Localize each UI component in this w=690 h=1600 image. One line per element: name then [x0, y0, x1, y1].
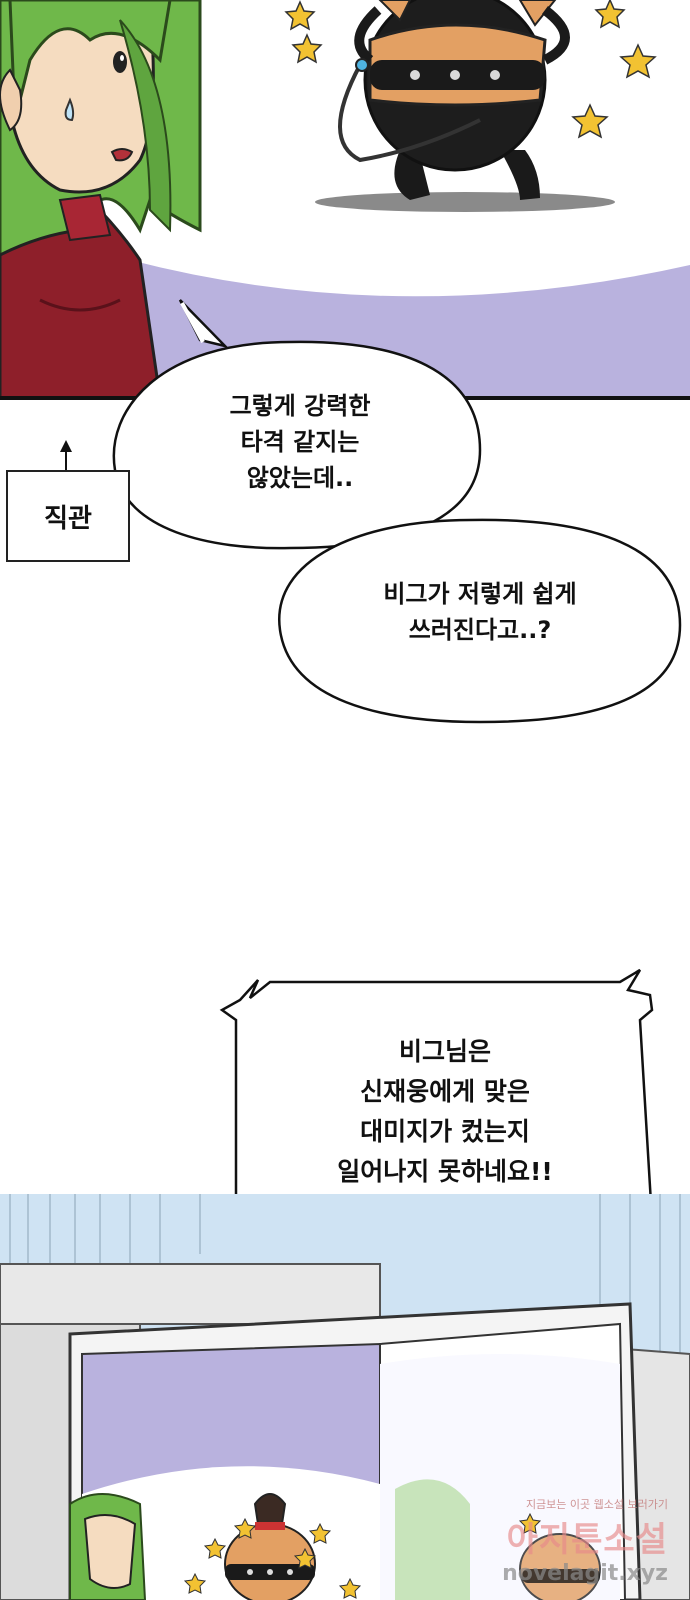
bottom-panel [0, 1194, 690, 1600]
stadium-building [0, 1263, 690, 1600]
shout-line-4: 일어나지 못하네요!! [337, 1157, 553, 1186]
bubble1-line-1: 그렇게 강력한 [229, 392, 371, 420]
green-haired-character [0, 0, 202, 398]
speech-bubble-2 [278, 518, 682, 724]
bubble2-line-1: 비그가 저렇게 쉽게 [383, 580, 577, 608]
robot-character [315, 0, 615, 212]
watermark-site-name: 아지툰소설 [506, 1520, 668, 1560]
speech-bubble-2-text: 비그가 저렇게 쉽게 쓰러진다고..? [320, 576, 640, 648]
shout-line-1: 비그님은 [398, 1037, 491, 1066]
screen-green-haired-character [69, 1479, 470, 1600]
shout-bubble-text: 비그님은 신재웅에게 맞은 대미지가 컸는지 일어나지 못하네요!! [250, 1032, 640, 1192]
bottom-panel-art [0, 1194, 690, 1600]
watermark-url: novelagit.xyz [502, 1561, 668, 1586]
screen-robot-character-right [519, 1533, 601, 1600]
speech-bubbles-layer [60, 299, 682, 1260]
bubble1-line-2: 타격 같지는 [240, 428, 360, 456]
caption-arrow [60, 440, 72, 470]
stars-decoration [284, 0, 657, 139]
speech-bubble-1 [112, 299, 482, 550]
watermark-tagline: 지금보는 이곳 웹소설 보러가기 [525, 1498, 668, 1511]
bubble1-line-3: 않았는데.. [246, 464, 354, 492]
caption-box: 직관 [6, 470, 130, 562]
shout-line-3: 대미지가 컸는지 [360, 1117, 530, 1146]
bubble2-line-2: 쓰러진다고..? [408, 616, 552, 644]
caption-label: 직관 [44, 503, 92, 534]
speech-bubble-1-text: 그렇게 강력한 타격 같지는 않았는데.. [160, 388, 440, 496]
screen-robot-character [224, 1493, 316, 1600]
top-panel-art [0, 0, 690, 398]
watermark: 지금보는 이곳 웹소설 보러가기 아지툰소설 novelagit.xyz [502, 1496, 668, 1586]
shout-line-2: 신재웅에게 맞은 [360, 1077, 530, 1106]
screen-stars [183, 1512, 542, 1599]
top-panel [0, 0, 690, 398]
